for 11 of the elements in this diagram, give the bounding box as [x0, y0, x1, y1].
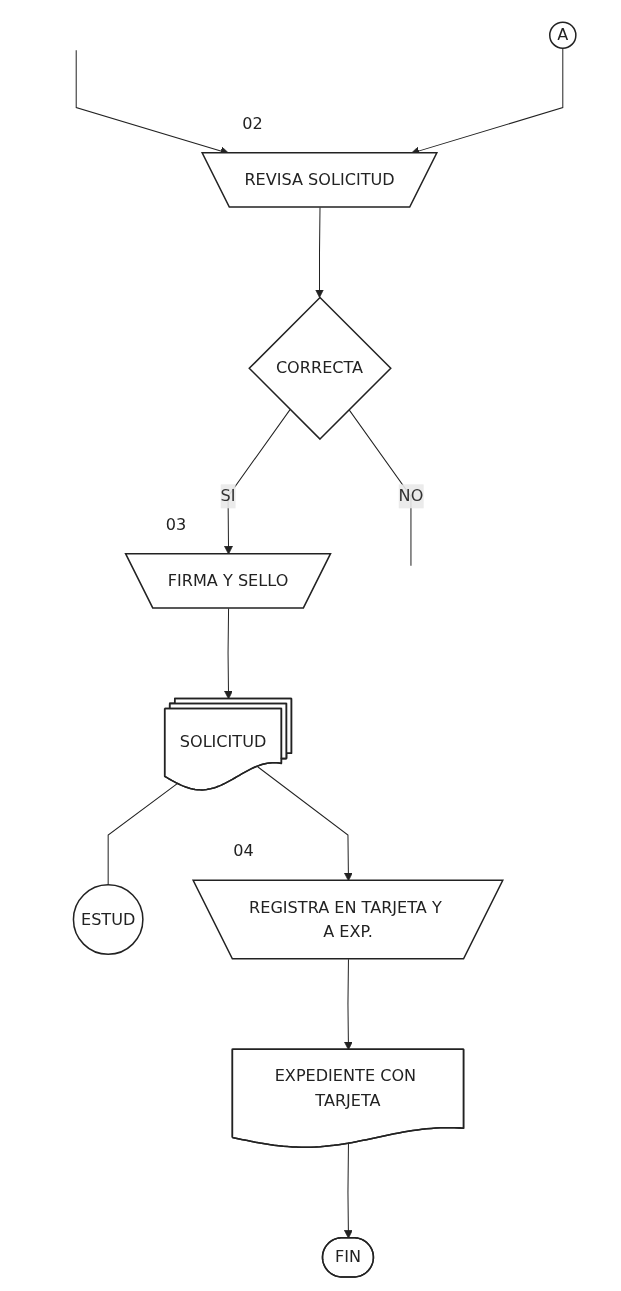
edge-label: SI	[220, 486, 236, 506]
node-label: 04	[232, 841, 254, 861]
node-circle: A	[548, 21, 577, 49]
arrow	[343, 1143, 353, 1239]
node-label: 03	[165, 514, 186, 534]
connector	[107, 783, 178, 886]
node-diamond: CORRECTA	[247, 296, 392, 441]
arrow	[314, 207, 324, 298]
edge-label: NO	[398, 486, 423, 506]
node-circle: ESTUD	[72, 884, 144, 956]
node-label: 02	[241, 113, 263, 133]
